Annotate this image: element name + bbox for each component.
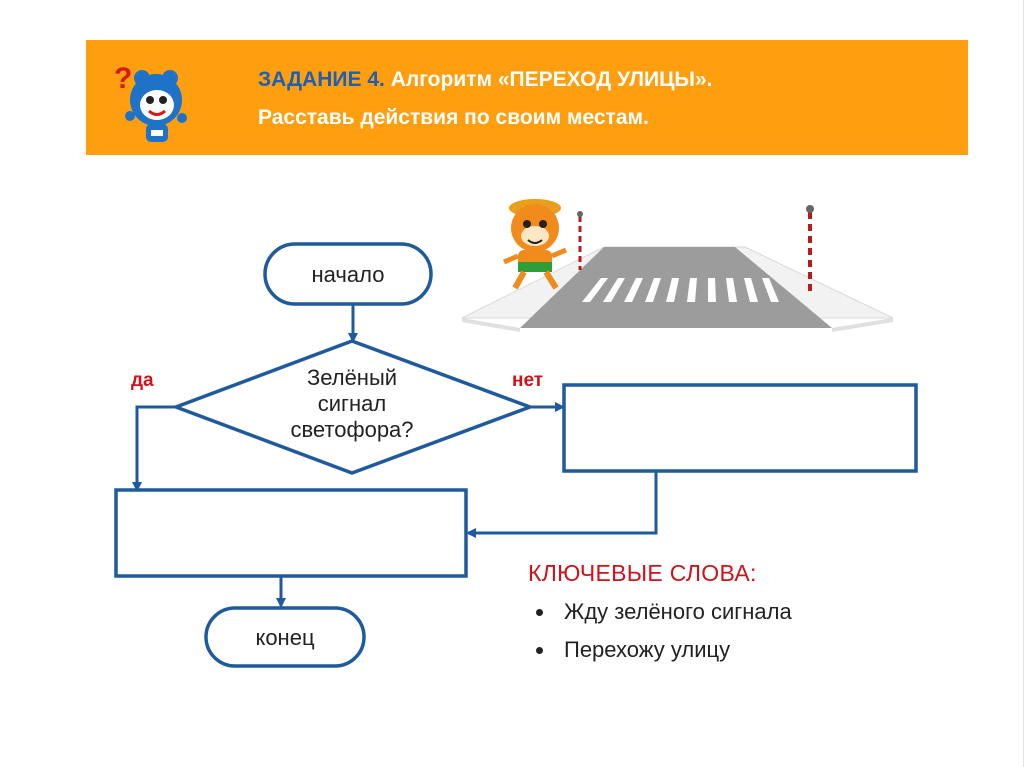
arrow-yes-branch (132, 405, 176, 492)
arrow-loop-back (466, 471, 658, 538)
cat-icon (503, 199, 567, 290)
keyword-item[interactable]: Жду зелёного сигнала (528, 599, 948, 625)
yes-label: да (131, 370, 154, 391)
decision-line-1: Зелёный (307, 365, 397, 390)
task-number: ЗАДАНИЕ 4. (258, 68, 385, 91)
decision-line-3: светофора? (290, 417, 413, 442)
end-terminal (204, 606, 366, 668)
keywords-title: КЛЮЧЕВЫЕ СЛОВА: (528, 560, 757, 586)
no-label: нет (512, 370, 543, 391)
start-terminal (263, 242, 433, 306)
task-title: Алгоритм «ПЕРЕХОД УЛИЦЫ». (390, 68, 713, 91)
mascot-icon: ? (114, 62, 187, 142)
start-label: начало (312, 262, 385, 287)
keywords-list: Жду зелёного сигнала Перехожу улицу (528, 599, 948, 663)
decision-line-2: сигнал (318, 391, 387, 416)
no-action-box[interactable] (562, 383, 918, 473)
keyword-item[interactable]: Перехожу улицу (528, 637, 948, 663)
page-title: ЗАДАНИЕ 4. Алгоритм «ПЕРЕХОД УЛИЦЫ». (258, 68, 713, 91)
decision-diamond (171, 339, 536, 475)
yes-action-box[interactable] (114, 488, 468, 578)
end-label: конец (255, 625, 314, 650)
header-banner (86, 40, 968, 155)
page-subtitle: Расставь действия по своим местам. (258, 106, 649, 129)
svg-text:?: ? (114, 62, 132, 95)
keywords-panel: КЛЮЧЕВЫЕ СЛОВА: Жду зелёного сигнала Пер… (528, 560, 948, 675)
crosswalk-illustration (461, 199, 894, 332)
